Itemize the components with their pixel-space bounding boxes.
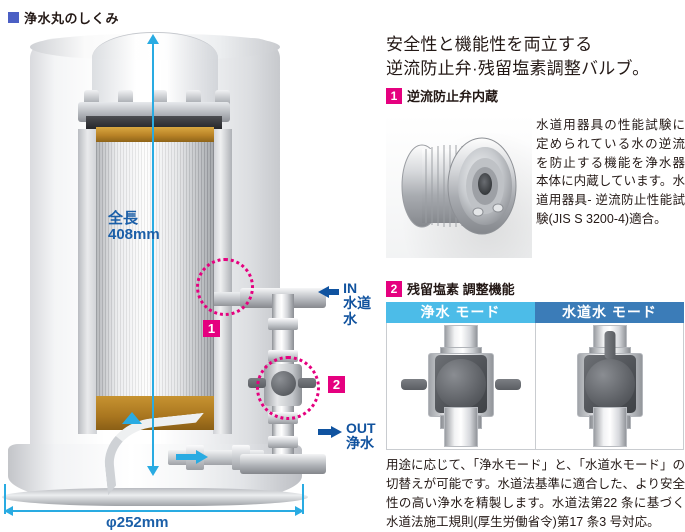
mode-tap-label: 水道水 モード (535, 302, 684, 323)
tee-fitting-bottom (240, 454, 326, 474)
pipe-collar (268, 318, 298, 330)
dimension-line-horizontal (4, 510, 304, 512)
section-1-badge: 1 (386, 87, 402, 104)
section-2-heading: 2 残留塩素 調整機能 (386, 279, 515, 298)
callout-ring-1 (196, 258, 254, 316)
page-title: 浄水丸のしくみ (8, 8, 119, 27)
callout-badge-2: 2 (328, 376, 345, 393)
diameter-label: φ252mm (106, 514, 169, 531)
dimension-tick-left (4, 484, 6, 514)
section-2-heading-text: 残留塩素 調整機能 (407, 282, 515, 297)
valve-lever-horizontal-right (495, 379, 521, 390)
port-in: IN 水道水 (318, 280, 380, 327)
section-1-heading-text: 逆流防止弁内蔵 (407, 89, 499, 104)
callout-ring-2 (256, 356, 320, 420)
info-pane: 安全性と機能性を両立する 逆流防止弁·残留塩素調整バルブ。 1 逆流防止弁内蔵 (386, 0, 685, 530)
callout-badge-1: 1 (203, 320, 220, 337)
base-foot-plate (2, 488, 308, 506)
mode-column-tap: 水道水 モード (535, 302, 684, 450)
pipe-collar (268, 436, 298, 448)
cartridge-brass-collar-bottom (96, 396, 214, 430)
inner-chamber-left (78, 129, 97, 434)
dimension-tick-right (302, 484, 304, 514)
headline: 安全性と機能性を両立する 逆流防止弁·残留塩素調整バルブ。 (386, 35, 650, 79)
dimension-arrow-top (147, 34, 159, 44)
mode-clean-label: 浄水 モード (386, 302, 535, 323)
section-1-heading: 1 逆流防止弁内蔵 (386, 86, 498, 105)
mode-clean-photo (386, 323, 535, 450)
check-valve-photo (386, 115, 532, 258)
union-nut (186, 445, 204, 470)
arrow-right-icon (318, 426, 342, 438)
mode-column-clean: 浄水 モード (386, 302, 535, 450)
dimension-arrow-left (4, 506, 13, 516)
filter-cartridge (96, 142, 214, 396)
title-square-marker (8, 12, 19, 23)
port-out-label: OUT 浄水 (346, 420, 376, 452)
arrow-left-icon (318, 286, 340, 298)
mode-tap-photo (535, 323, 684, 450)
port-out: OUT 浄水 (318, 420, 376, 452)
cartridge-brass-collar-top (96, 127, 214, 142)
section-2-badge: 2 (386, 280, 402, 297)
dimension-arrow-right (295, 506, 304, 516)
port-in-label: IN 水道水 (343, 280, 372, 327)
section-2-body: 用途に応じて、「浄水モード」と、「水道水モード」の切替えが可能です。水道法基準に… (386, 458, 685, 529)
product-cutaway-diagram: 全長 408mm φ252mm IN 水道水 OUT 浄水 1 2 (0, 26, 380, 531)
total-length-label: 全長 408mm (108, 210, 160, 244)
valve-lever-vertical-top (604, 331, 615, 359)
flange-gasket (86, 116, 222, 129)
dimension-arrow-bottom (147, 466, 159, 476)
section-1-body: 水道用器具の性能試験に定められている水の逆流を防止する機能を浄水器本体に内蔵して… (536, 118, 685, 226)
dimension-line-vertical (152, 40, 154, 472)
mode-comparison-table: 浄水 モード 水道水 モード (386, 302, 684, 450)
page-title-text: 浄水丸のしくみ (24, 11, 120, 26)
valve-lever-horizontal-left (401, 379, 427, 390)
